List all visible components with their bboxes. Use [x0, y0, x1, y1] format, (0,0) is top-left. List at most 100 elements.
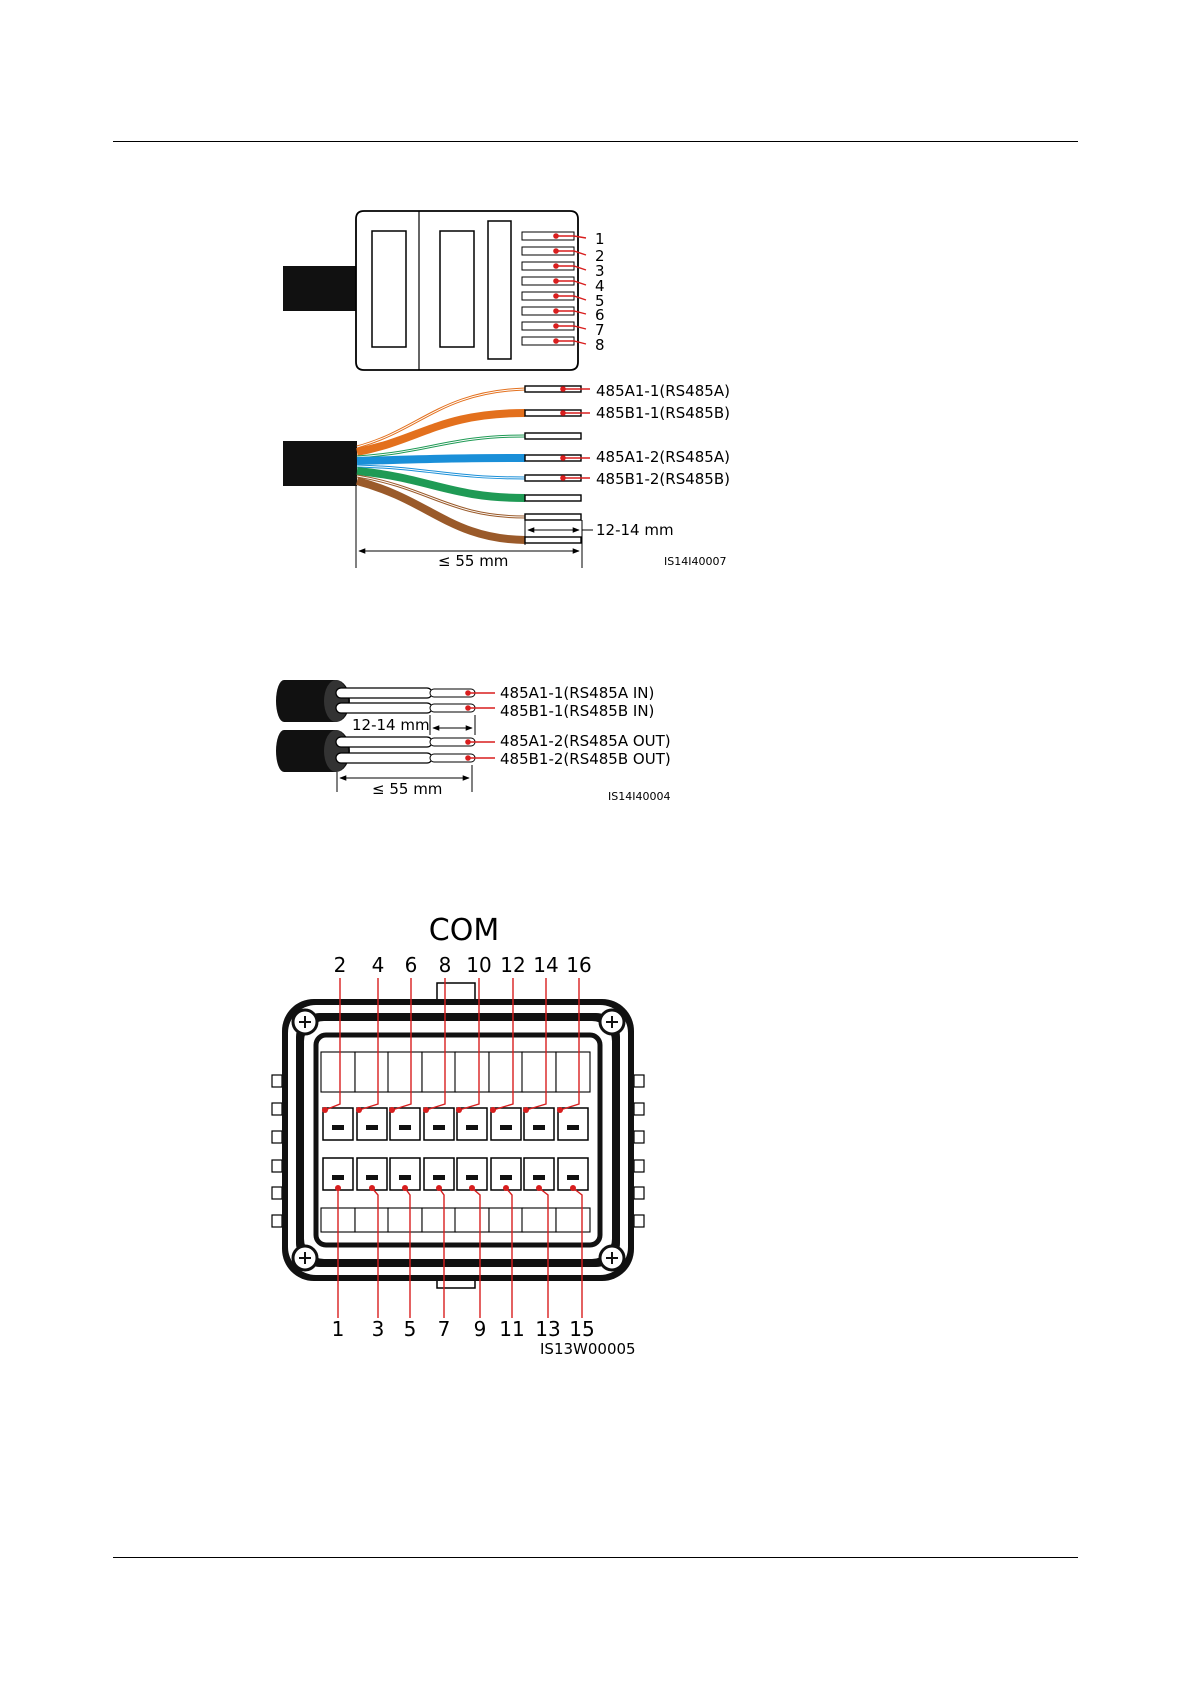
- com-callout-dot: [557, 1107, 563, 1113]
- wire-label: 485B1-1(RS485B): [596, 404, 730, 422]
- com-callout-dot: [469, 1185, 475, 1191]
- side-nub: [634, 1131, 644, 1143]
- com-callout-dot: [490, 1107, 496, 1113]
- cable-lower: [276, 730, 475, 772]
- side-nub: [634, 1215, 644, 1227]
- side-nub: [272, 1215, 282, 1227]
- upper-cavity: [321, 1052, 355, 1092]
- terminal-slot-top: [357, 1108, 387, 1140]
- terminal-slot-top: [390, 1108, 420, 1140]
- cable-jacket: [283, 441, 357, 486]
- lower-cavity: [522, 1208, 556, 1232]
- com-callout-dot: [389, 1107, 395, 1113]
- com-pin-label: 5: [404, 1317, 417, 1341]
- two-core-cable-figure: 485A1-1(RS485A IN) 485B1-1(RS485B IN) 48…: [276, 680, 671, 803]
- upper-cavity: [556, 1052, 590, 1092]
- com-pin-label: 13: [535, 1317, 560, 1341]
- com-port-figure: COM 2 4 6 8 10 12 14 16 1 3 5: [272, 913, 644, 1358]
- com-callout-dot: [536, 1185, 542, 1191]
- strip-length-label: 12-14 mm: [352, 716, 430, 734]
- total-length-label: ≤ 55 mm: [438, 552, 508, 570]
- com-bottom-pin-labels: 1 3 5 7 9 11 13 15: [332, 1317, 595, 1341]
- terminal-spring: [399, 1125, 411, 1130]
- com-pin-label: 15: [569, 1317, 594, 1341]
- com-callout-dot: [335, 1185, 341, 1191]
- com-pin-label: 16: [566, 953, 591, 977]
- com-callout-dot: [436, 1185, 442, 1191]
- side-nub: [634, 1160, 644, 1172]
- terminal-spring: [567, 1125, 579, 1130]
- terminal-slot-top: [558, 1108, 588, 1140]
- rj45-plug-figure: 1 2 3 4 5 6 7 8: [283, 211, 605, 370]
- upper-cavity: [422, 1052, 456, 1092]
- terminal-spring: [533, 1175, 545, 1180]
- total-length-label: ≤ 55 mm: [372, 780, 442, 798]
- terminal-slot-top: [491, 1108, 521, 1140]
- side-nub: [272, 1075, 282, 1087]
- pin-label: 1: [595, 230, 605, 248]
- side-nub: [634, 1103, 644, 1115]
- com-pin-label: 1: [332, 1317, 345, 1341]
- upper-cavity: [455, 1052, 489, 1092]
- com-callout-dot: [356, 1107, 362, 1113]
- terminal-spring: [433, 1175, 445, 1180]
- side-nub: [272, 1187, 282, 1199]
- wire-label: 485B1-1(RS485B IN): [500, 702, 654, 720]
- lower-cavity: [489, 1208, 523, 1232]
- stripped-cable-figure: 485A1-1(RS485A) 485B1-1(RS485B) 485A1-2(…: [283, 382, 730, 570]
- upper-cavity: [388, 1052, 422, 1092]
- com-callout-dot: [402, 1185, 408, 1191]
- side-nub: [272, 1160, 282, 1172]
- stripped-wire-end: [525, 537, 581, 543]
- wire-label: 485A1-1(RS485A IN): [500, 684, 654, 702]
- terminal-spring: [332, 1175, 344, 1180]
- com-pin-label: 9: [474, 1317, 487, 1341]
- com-callout-dot: [456, 1107, 462, 1113]
- terminal-spring: [533, 1125, 545, 1130]
- lower-cavity: [355, 1208, 389, 1232]
- terminal-slot-top: [323, 1108, 353, 1140]
- wire-label: 485A1-1(RS485A): [596, 382, 730, 400]
- terminal-spring: [500, 1125, 512, 1130]
- com-pin-label: 3: [372, 1317, 385, 1341]
- com-callout-dot: [322, 1107, 328, 1113]
- terminal-spring: [332, 1125, 344, 1130]
- terminal-spring: [366, 1175, 378, 1180]
- com-pin-label: 8: [439, 953, 452, 977]
- figure-code: IS14I40007: [664, 555, 726, 568]
- stripped-wire-end: [525, 514, 581, 520]
- terminal-spring: [399, 1175, 411, 1180]
- side-nub: [634, 1075, 644, 1087]
- com-top-pin-labels: 2 4 6 8 10 12 14 16: [334, 953, 592, 977]
- com-pin-label: 10: [466, 953, 491, 977]
- wire-label: 485B1-2(RS485B OUT): [500, 750, 671, 768]
- lower-cavity: [388, 1208, 422, 1232]
- lower-cavity: [556, 1208, 590, 1232]
- upper-cavity: [522, 1052, 556, 1092]
- com-port-title: COM: [429, 913, 499, 948]
- com-pin-label: 6: [405, 953, 418, 977]
- lower-cavity: [455, 1208, 489, 1232]
- cable-stripped-ends: [525, 386, 590, 543]
- upper-cavity: [489, 1052, 523, 1092]
- com-callout-dot: [523, 1107, 529, 1113]
- lower-cavity: [422, 1208, 456, 1232]
- wire-label: 485A1-2(RS485A): [596, 448, 730, 466]
- figure-code: IS13W00005: [540, 1340, 636, 1358]
- upper-cavity: [355, 1052, 389, 1092]
- wire-label: 485A1-2(RS485A OUT): [500, 732, 671, 750]
- figure-code: IS14I40004: [608, 790, 670, 803]
- com-callout-dot: [369, 1185, 375, 1191]
- com-callout-dot: [570, 1185, 576, 1191]
- strip-length-label: 12-14 mm: [596, 521, 674, 539]
- terminal-spring: [500, 1175, 512, 1180]
- side-nub: [634, 1187, 644, 1199]
- com-pin-label: 11: [499, 1317, 524, 1341]
- terminal-slot-top: [424, 1108, 454, 1140]
- rj45-cable: [283, 266, 357, 311]
- terminal-spring: [466, 1125, 478, 1130]
- stripped-wire-end: [525, 433, 581, 439]
- side-nub: [272, 1131, 282, 1143]
- pin-label: 8: [595, 336, 605, 354]
